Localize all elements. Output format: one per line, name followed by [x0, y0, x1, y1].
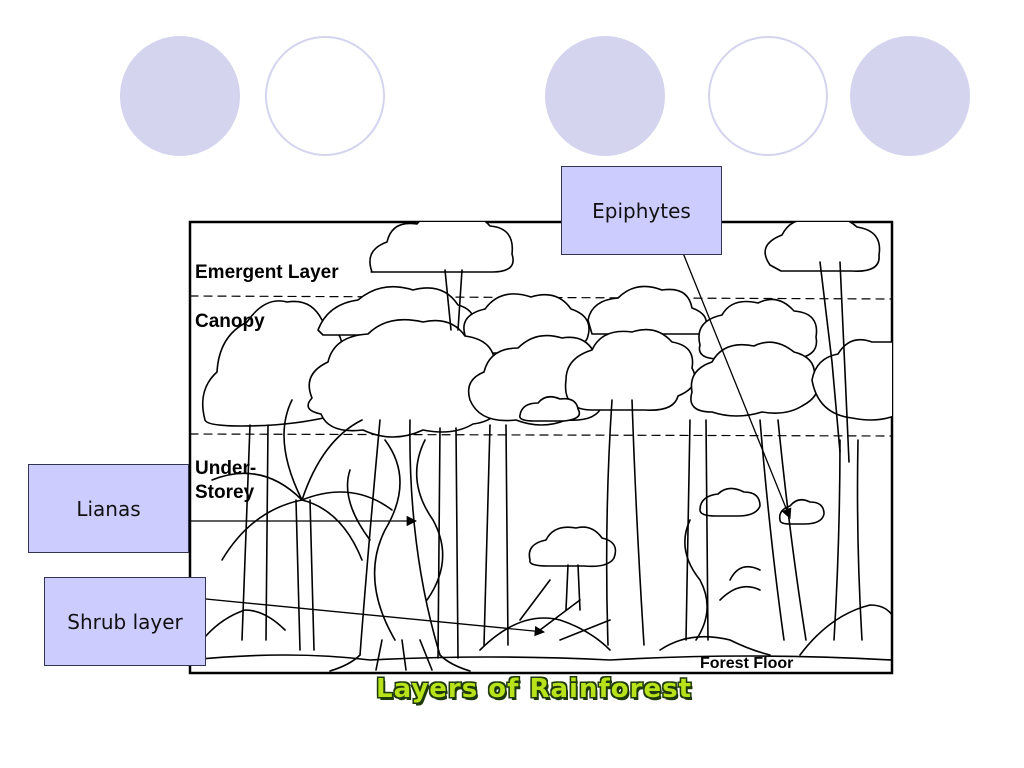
liana-vines	[346, 439, 708, 641]
lianas-callout: Lianas	[28, 464, 189, 553]
canopy-label: Canopy	[195, 311, 265, 332]
shrubs-and-ferns	[190, 565, 892, 661]
palm-tree	[211, 399, 393, 651]
epiphytes-pointer	[682, 252, 792, 519]
tree-crowns	[201, 222, 892, 568]
shrub-layer-callout: Shrub layer	[44, 577, 206, 666]
understorey-label-line2: Storey	[195, 482, 255, 503]
emergent-layer-label: Emergent Layer	[195, 262, 339, 283]
understorey-label-line1: Under-	[195, 458, 256, 479]
tree-trunks	[241, 261, 863, 672]
forest-floor-label: Forest Floor	[700, 655, 793, 672]
epiphytes-callout: Epiphytes	[561, 166, 722, 255]
decorative-circle	[545, 36, 665, 156]
canopy-boundary-line	[190, 433, 892, 437]
decorative-circle	[265, 36, 385, 156]
diagram-frame	[188, 220, 894, 675]
decorative-circle	[708, 36, 828, 156]
shrub-layer-pointer	[164, 594, 546, 637]
decorative-circle	[120, 36, 240, 156]
decorative-circle	[850, 36, 970, 156]
diagram-title: Layers of Rainforest	[376, 674, 692, 704]
